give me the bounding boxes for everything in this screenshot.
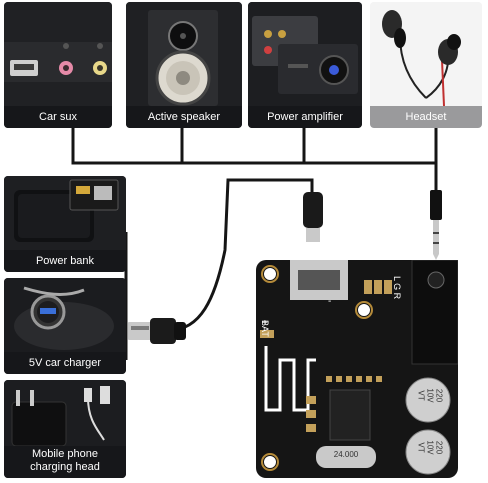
charger-plug-icon	[4, 380, 126, 450]
panel-headset: Headset	[370, 2, 482, 128]
caption-active-speaker: Active speaker	[126, 106, 242, 128]
power-bank-icon	[4, 176, 126, 250]
silk-lgr: L G R	[392, 276, 402, 300]
car-charger-icon	[4, 278, 126, 352]
caption-power-amplifier: Power amplifier	[248, 106, 362, 128]
caption-car-charger: 5V car charger	[4, 352, 126, 374]
micro-usb-plug-icon	[303, 192, 323, 242]
panel-power-amplifier: Power amplifier	[248, 2, 362, 128]
earphones-icon	[370, 2, 482, 106]
usb-ports-icon	[4, 2, 112, 106]
capacitor-label-1: 220 10V VT	[416, 388, 444, 403]
caption-power-bank: Power bank	[4, 250, 126, 272]
capacitor-label-2: 220 10V VT	[416, 440, 444, 455]
amplifier-icon	[248, 2, 362, 106]
caption-headset: Headset	[370, 106, 482, 128]
audio-jack-plug-icon	[430, 190, 442, 260]
panel-car-charger: 5V car charger	[4, 278, 126, 374]
silk-bat: BAT	[260, 320, 270, 337]
panel-phone-charger: Mobile phone charging head	[4, 380, 126, 478]
crystal-label: 24.000	[333, 450, 359, 459]
usb-a-plug-icon	[128, 318, 186, 344]
caption-phone-charger: Mobile phone charging head	[4, 446, 126, 478]
caption-car-aux: Car sux	[4, 106, 112, 128]
silk-plus: +	[262, 318, 268, 329]
panel-active-speaker: Active speaker	[126, 2, 242, 128]
pcb-graphic	[256, 259, 459, 478]
speaker-icon	[126, 2, 242, 106]
panel-power-bank: Power bank	[4, 176, 126, 272]
bluetooth-audio-board: + BAT - L G R 220 10V VT 220 10V VT 24.0…	[256, 259, 459, 478]
silk-minus: -	[328, 296, 332, 307]
panel-car-aux: Car sux	[4, 2, 112, 128]
